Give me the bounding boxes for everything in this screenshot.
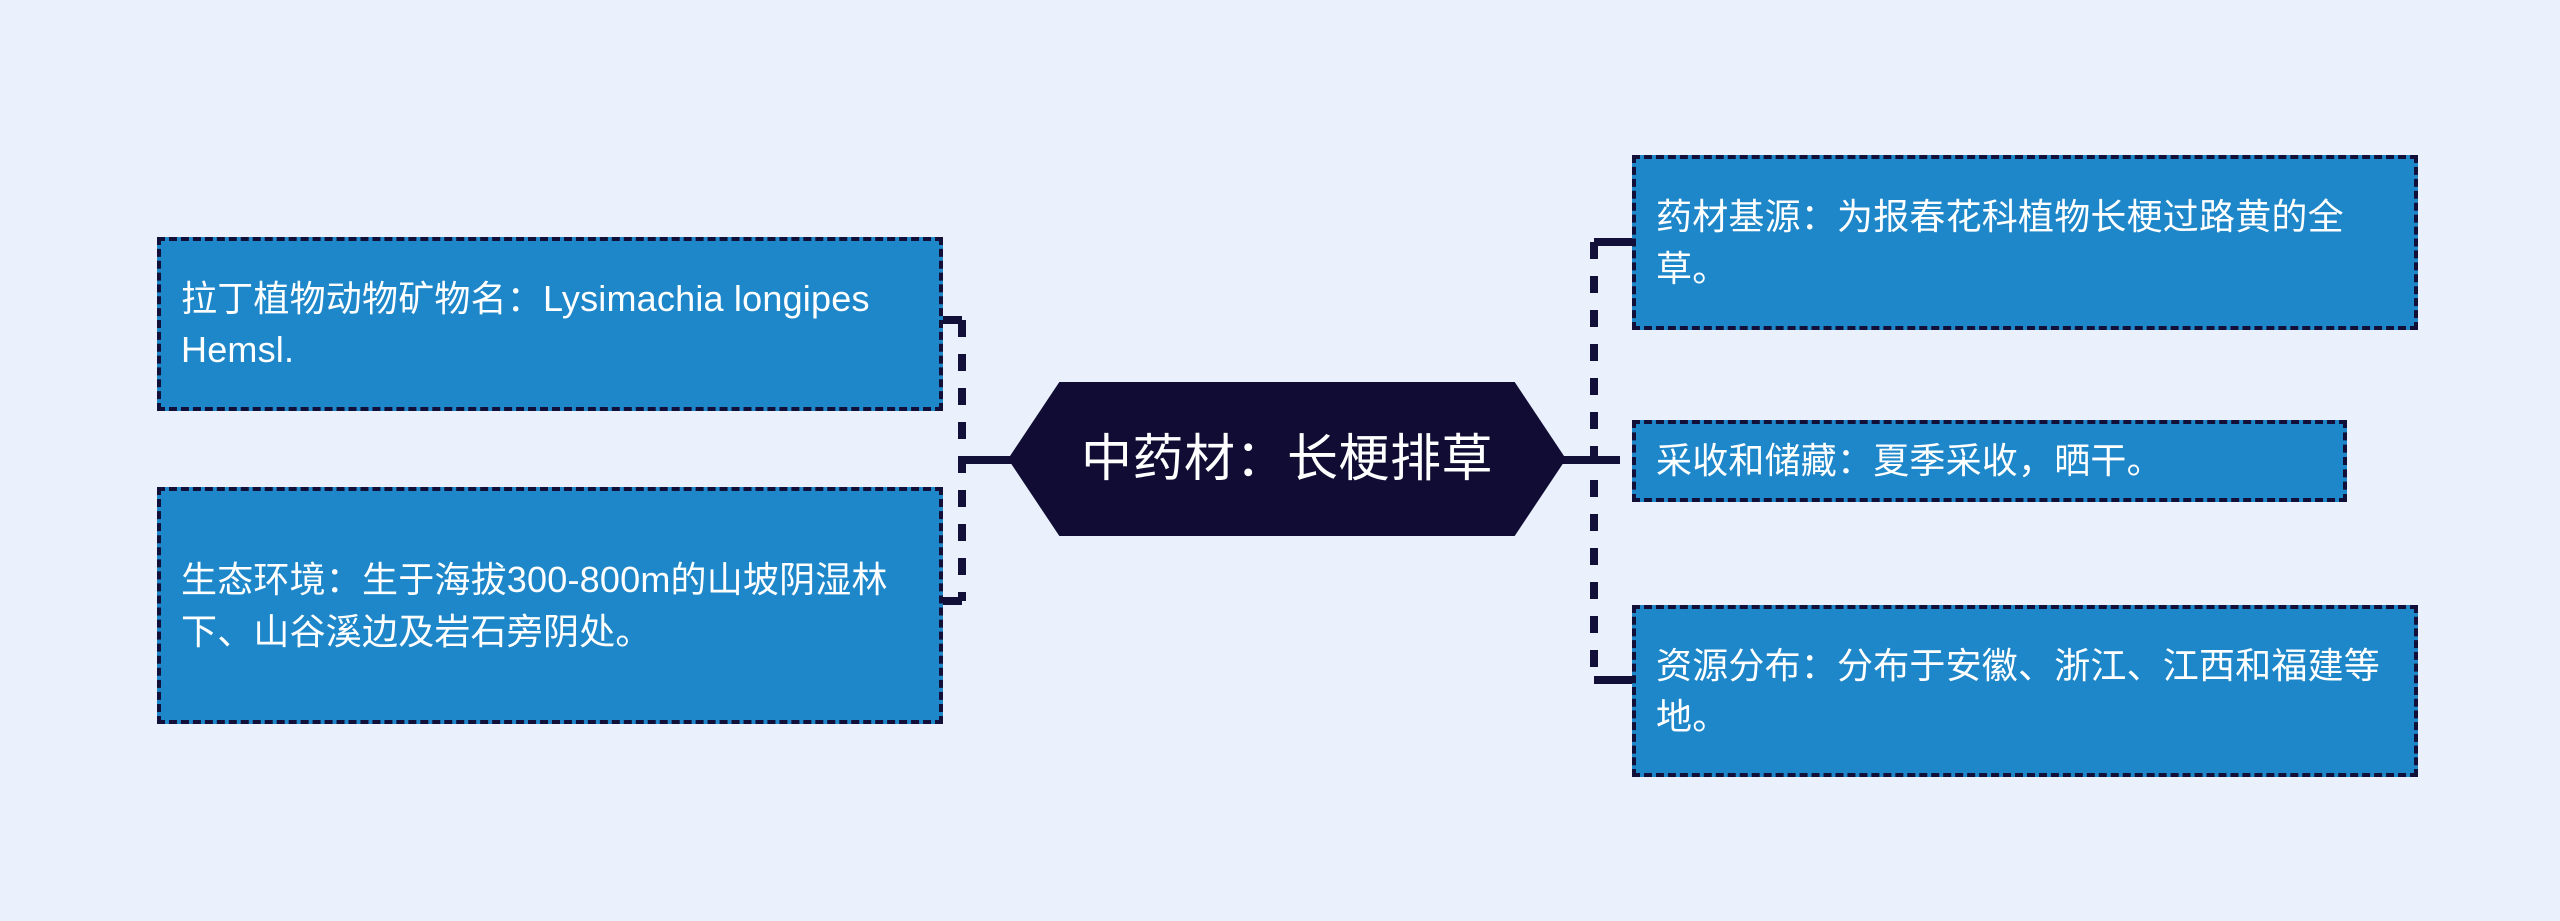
branch-node-source[interactable]: 药材基源：为报春花科植物长梗过路黄的全草。	[1632, 155, 2418, 330]
branch-label-latin-name: 拉丁植物动物矿物名：Lysimachia longipes Hemsl.	[181, 277, 870, 370]
branch-node-harvest[interactable]: 采收和储藏：夏季采收，晒干。	[1632, 420, 2347, 502]
branch-node-latin-name[interactable]: 拉丁植物动物矿物名：Lysimachia longipes Hemsl.	[157, 237, 943, 411]
center-node[interactable]: 中药材：长梗排草	[1008, 382, 1566, 536]
branch-label-harvest: 采收和储藏：夏季采收，晒干。	[1656, 440, 2163, 482]
branch-label-distribution: 资源分布：分布于安徽、浙江、江西和福建等地。	[1656, 644, 2381, 737]
branch-node-distribution[interactable]: 资源分布：分布于安徽、浙江、江西和福建等地。	[1632, 605, 2418, 777]
branch-label-source: 药材基源：为报春花科植物长梗过路黄的全草。	[1656, 196, 2344, 289]
branch-node-ecology[interactable]: 生态环境：生于海拔300-800m的山坡阴湿林下、山谷溪边及岩石旁阴处。	[157, 487, 943, 724]
center-node-label: 中药材：长梗排草	[1080, 430, 1493, 488]
branch-label-ecology: 生态环境：生于海拔300-800m的山坡阴湿林下、山谷溪边及岩石旁阴处。	[181, 559, 888, 652]
